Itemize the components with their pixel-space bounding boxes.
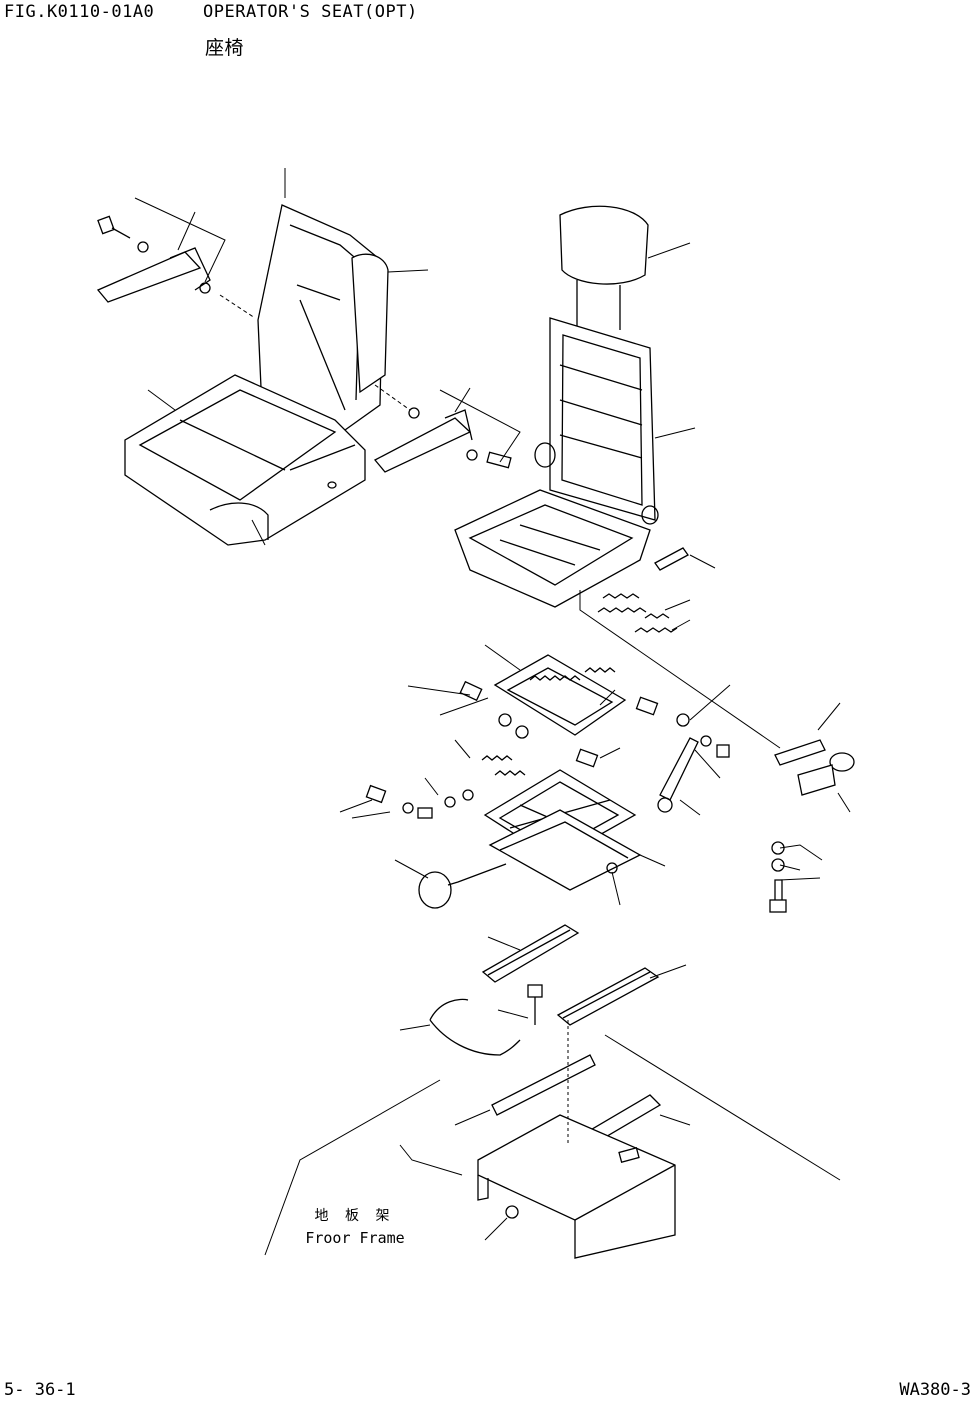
seat-assembly: [96, 204, 512, 546]
floor-frame-label: Froor Frame: [305, 1229, 405, 1247]
suspension-assembly: [365, 654, 855, 913]
rails-and-frame: [429, 924, 676, 1259]
figure-title-chinese: 座椅: [205, 37, 245, 59]
page-number: 5- 36-1: [4, 1380, 76, 1400]
figure-title: OPERATOR'S SEAT(OPT): [203, 2, 418, 22]
leader-lines: [134, 168, 851, 1256]
model-code: WA380-3: [899, 1380, 971, 1400]
floor-frame-label-chinese: 地 板 架: [314, 1208, 396, 1224]
seat-frame: [454, 205, 689, 608]
figure-code: FIG.K0110-01A0: [4, 2, 155, 22]
springs-upper: [597, 593, 678, 633]
